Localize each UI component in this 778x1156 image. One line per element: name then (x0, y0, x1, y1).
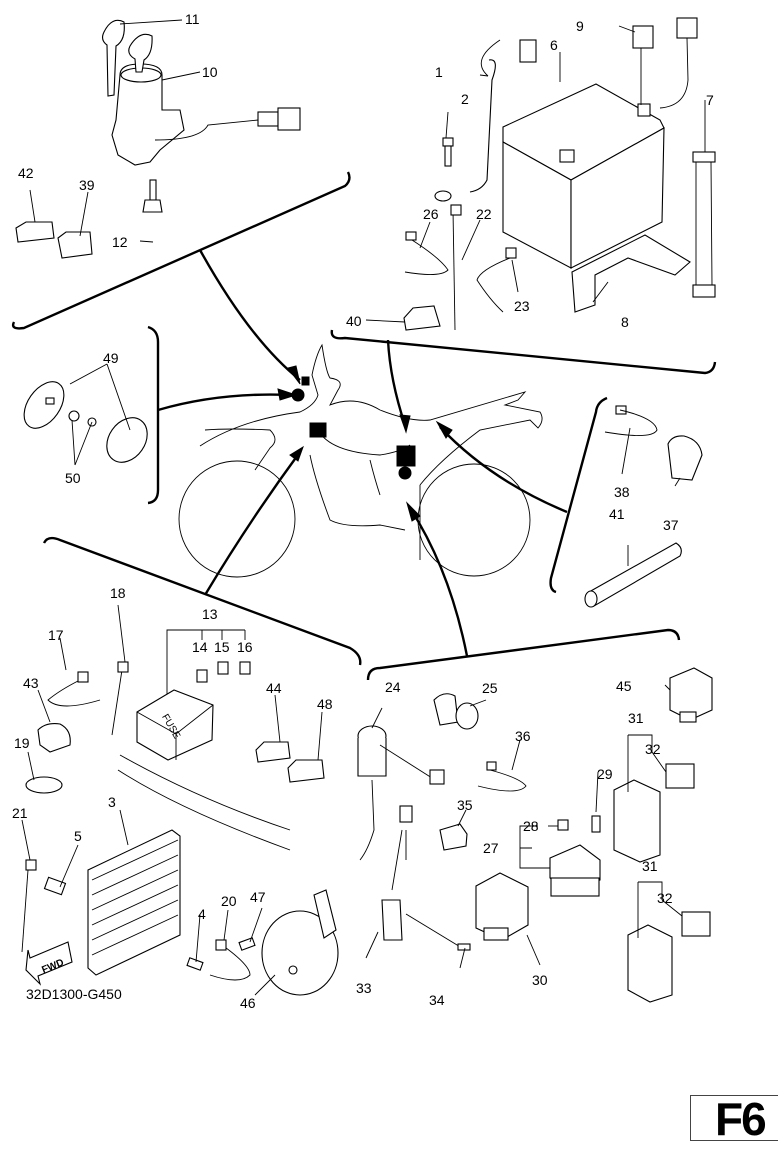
main-switch (111, 63, 301, 213)
leader-lines (21, 19, 706, 996)
callout-20: 20 (221, 893, 237, 909)
callout-48: 48 (317, 696, 333, 712)
callout-2: 2 (461, 91, 469, 107)
horn (261, 889, 339, 996)
callout-5: 5 (74, 828, 82, 844)
bracket-main-switch (11, 171, 351, 330)
callout-7: 7 (706, 92, 714, 108)
callout-30: 30 (532, 972, 548, 988)
callout-38: 38 (614, 484, 630, 500)
misc-35-36-28-29 (439, 761, 601, 851)
callout-6: 6 (550, 37, 558, 53)
switches-24-25-33 (357, 693, 479, 951)
bracket-relay (366, 628, 681, 681)
callout-15: 15 (214, 639, 230, 655)
callout-33: 33 (356, 980, 372, 996)
relay-45 (669, 667, 713, 723)
callouts: 11 10 42 39 12 1 2 6 9 7 26 22 23 8 40 4… (12, 11, 714, 1011)
callout-32b: 32 (657, 890, 673, 906)
callout-36: 36 (515, 728, 531, 744)
fuse-box (136, 629, 251, 761)
pointer-arrows (157, 249, 568, 657)
callout-1: 1 (435, 64, 443, 80)
relay-30 (475, 872, 529, 941)
callout-16: 16 (237, 639, 253, 655)
clamps-42-39 (15, 221, 93, 259)
bracket-battery (330, 329, 717, 375)
battery-bracket (571, 234, 691, 313)
callout-12: 12 (112, 234, 128, 250)
callout-34: 34 (429, 992, 445, 1008)
callout-25: 25 (482, 680, 498, 696)
callout-13: 13 (202, 606, 218, 622)
cable-ties-rectifier (21, 661, 325, 981)
drawing-code: 32D1300-G450 (26, 986, 122, 1002)
battery-cables (434, 17, 698, 202)
callout-40: 40 (346, 313, 362, 329)
callout-14: 14 (192, 639, 208, 655)
callout-32a: 32 (645, 741, 661, 757)
bracket-reflector (147, 325, 160, 505)
cable-ties-battery (403, 204, 517, 331)
callout-10: 10 (202, 64, 218, 80)
bracket-clamp (549, 396, 608, 594)
battery-band (692, 151, 716, 298)
callout-49: 49 (103, 350, 119, 366)
fwd-arrow: FWD (25, 941, 73, 986)
callout-35: 35 (457, 797, 473, 813)
callout-27: 27 (483, 840, 499, 856)
callout-50: 50 (65, 470, 81, 486)
callout-28: 28 (523, 818, 539, 834)
motorcycle-outline (178, 343, 543, 578)
callout-23: 23 (514, 298, 530, 314)
page-tag: F6 (690, 1093, 778, 1145)
callout-46: 46 (240, 995, 256, 1011)
page-tag-label: F6 (715, 1093, 767, 1145)
bolt-2 (442, 137, 454, 167)
callout-11: 11 (185, 11, 200, 27)
keys (101, 19, 153, 97)
callout-26: 26 (423, 206, 439, 222)
callout-31a: 31 (628, 710, 644, 726)
callout-37: 37 (663, 517, 679, 533)
relay-31-32 (613, 763, 711, 1003)
callout-45: 45 (616, 678, 632, 694)
callout-18: 18 (110, 585, 126, 601)
battery (502, 83, 665, 269)
callout-24: 24 (385, 679, 401, 695)
callout-19: 19 (14, 735, 30, 751)
callout-42: 42 (18, 165, 34, 181)
callout-3: 3 (108, 794, 116, 810)
rectifier-regulator (87, 829, 181, 976)
callout-39: 39 (79, 177, 95, 193)
callout-22: 22 (476, 206, 492, 222)
callout-17: 17 (48, 627, 64, 643)
callout-41: 41 (609, 506, 625, 522)
callout-4: 4 (198, 906, 206, 922)
callout-9: 9 (576, 18, 584, 34)
callout-21: 21 (12, 805, 28, 821)
callout-31b: 31 (642, 858, 658, 874)
bolts-rectifier (43, 876, 256, 971)
wire-harness-lines (117, 754, 291, 851)
clamps-37-38-41 (584, 405, 703, 608)
callout-8: 8 (621, 314, 629, 330)
starter-relay (549, 844, 601, 897)
callout-44: 44 (266, 680, 282, 696)
callout-47: 47 (250, 889, 266, 905)
reflectors (23, 381, 148, 463)
callout-43: 43 (23, 675, 39, 691)
callout-29: 29 (597, 766, 613, 782)
